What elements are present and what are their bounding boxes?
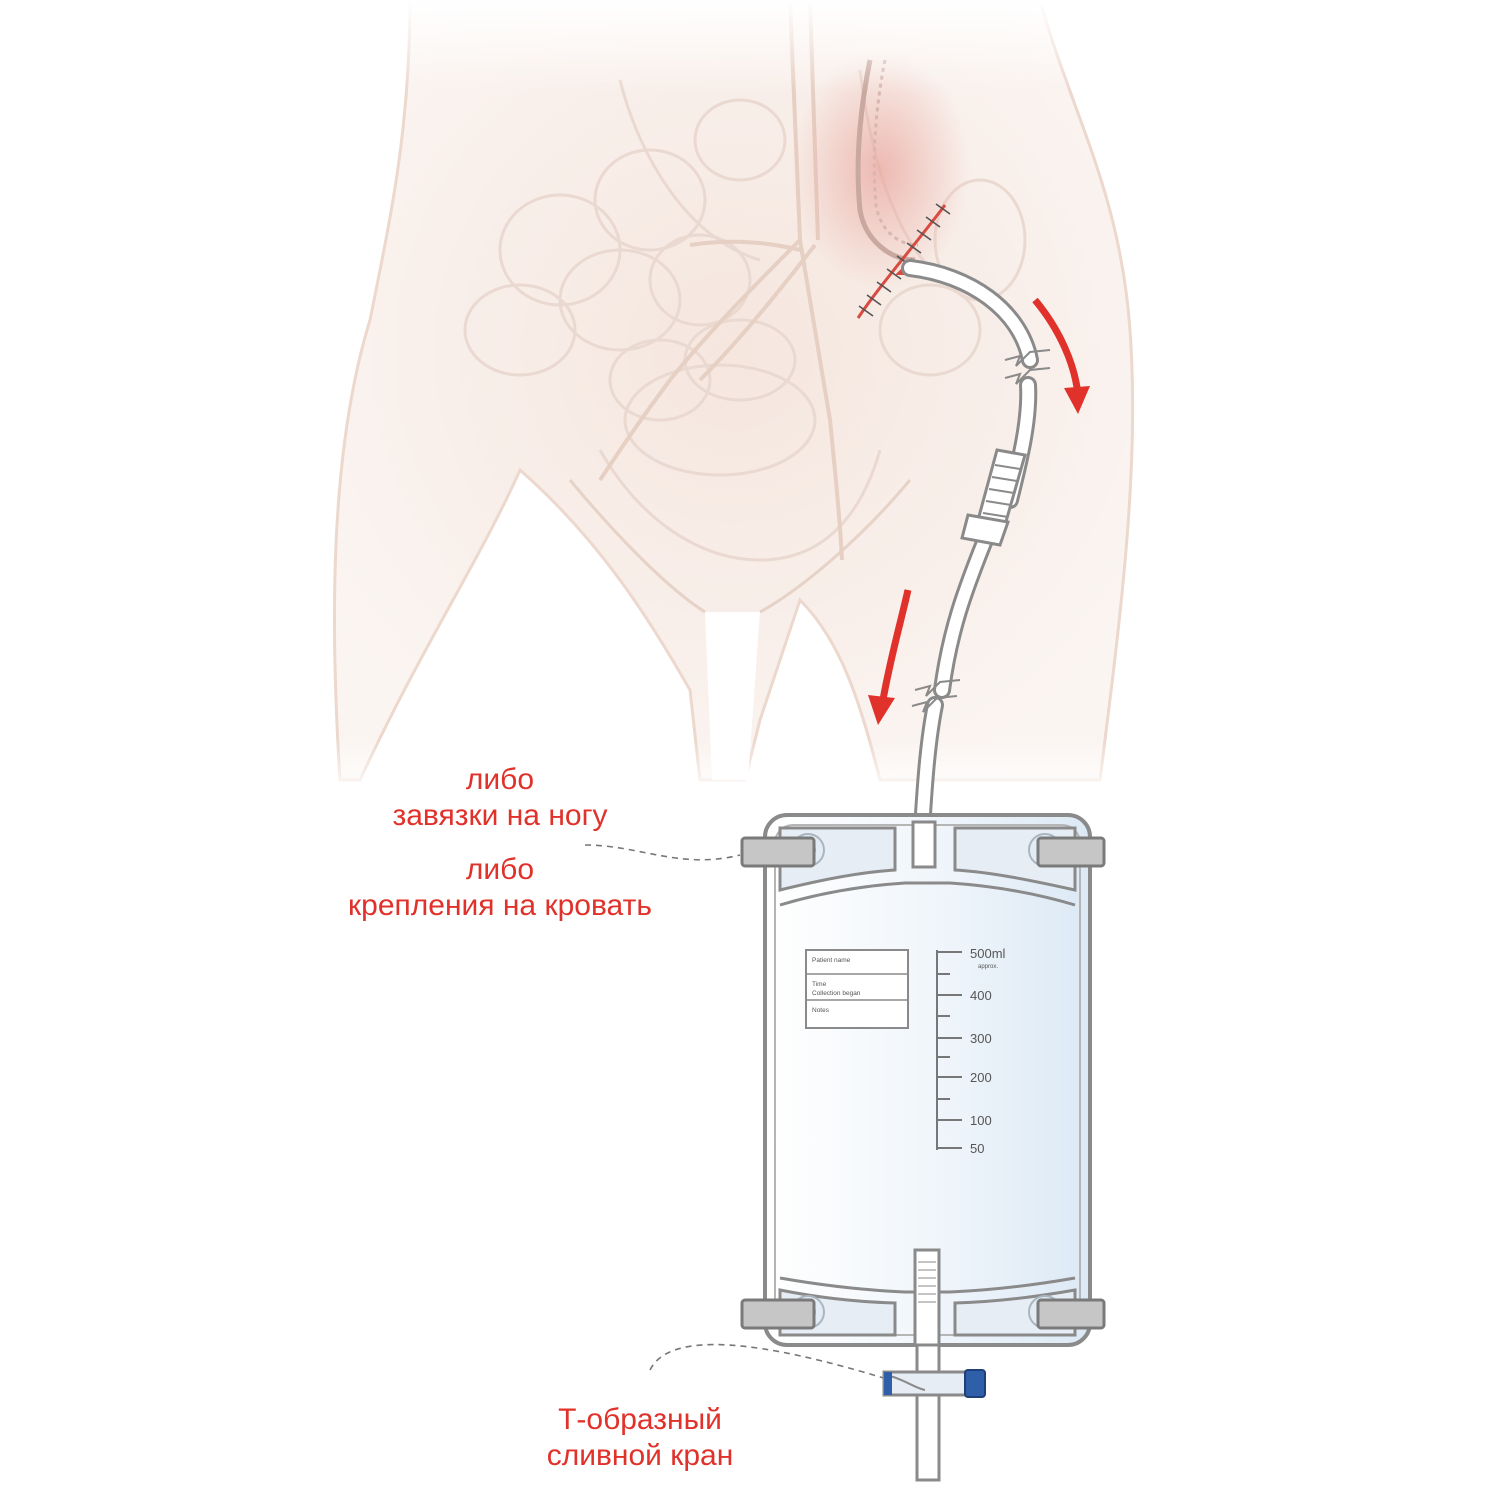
strap-icon xyxy=(740,836,1106,1330)
callout-bed-hangers: либо крепления на кровать xyxy=(300,852,700,924)
callout-bed-hangers-line1: либо xyxy=(465,853,535,886)
arrow-down-icon-2-head xyxy=(868,695,895,725)
break-symbol-icon xyxy=(911,349,1051,713)
leader-line-straps xyxy=(584,844,741,861)
tube-connector xyxy=(960,448,1027,547)
bag-chamber-top-edge xyxy=(779,881,1076,907)
volume-scale: 500ml approx. 400 300 200 100 50 xyxy=(936,946,1006,1156)
bag-outlet xyxy=(913,1248,941,1347)
label-patient-name: Patient name xyxy=(812,957,851,964)
callout-drain-tap: Т-образный сливной кран xyxy=(500,1402,780,1474)
callout-leg-straps-line2: завязки на ногу xyxy=(392,799,608,832)
label-time: Time xyxy=(812,981,827,988)
callout-drain-tap-line1: Т-образный xyxy=(558,1403,722,1436)
scale-mark-400: 400 xyxy=(970,988,992,1003)
valve-cap-right-icon xyxy=(964,1369,986,1398)
arrow-down-icon-head xyxy=(1064,386,1090,414)
scale-mark-200: 200 xyxy=(970,1070,992,1085)
callout-leg-straps: либо завязки на ногу xyxy=(330,762,670,834)
scale-mark-300: 300 xyxy=(970,1031,992,1046)
urine-bag: Patient name Time Collection began Notes… xyxy=(740,813,1106,1347)
bag-inlet xyxy=(911,820,937,869)
bottom-fade xyxy=(0,560,1500,800)
label-card: Patient name Time Collection began Notes xyxy=(805,949,909,1029)
scale-max-label: 500ml xyxy=(970,946,1006,961)
callout-bed-hangers-line2: крепления на кровать xyxy=(348,889,652,922)
arrow-down-icon-2 xyxy=(879,589,912,701)
valve-cap-left-icon xyxy=(884,1372,892,1395)
arrow-down-icon xyxy=(1032,297,1082,396)
label-collection-began: Collection began xyxy=(812,990,861,997)
scale-mark-100: 100 xyxy=(970,1113,992,1128)
t-tap-valve xyxy=(882,1343,986,1482)
scale-mark-50: 50 xyxy=(970,1141,984,1156)
drain-spout xyxy=(915,1393,941,1482)
callout-drain-tap-line2: сливной кран xyxy=(546,1439,734,1472)
label-notes: Notes xyxy=(812,1007,830,1014)
scale-max-note: approx. xyxy=(978,964,998,970)
top-fade xyxy=(0,0,1500,420)
leader-line-tap xyxy=(649,1343,891,1381)
callout-leg-straps-line1: либо xyxy=(465,763,535,796)
